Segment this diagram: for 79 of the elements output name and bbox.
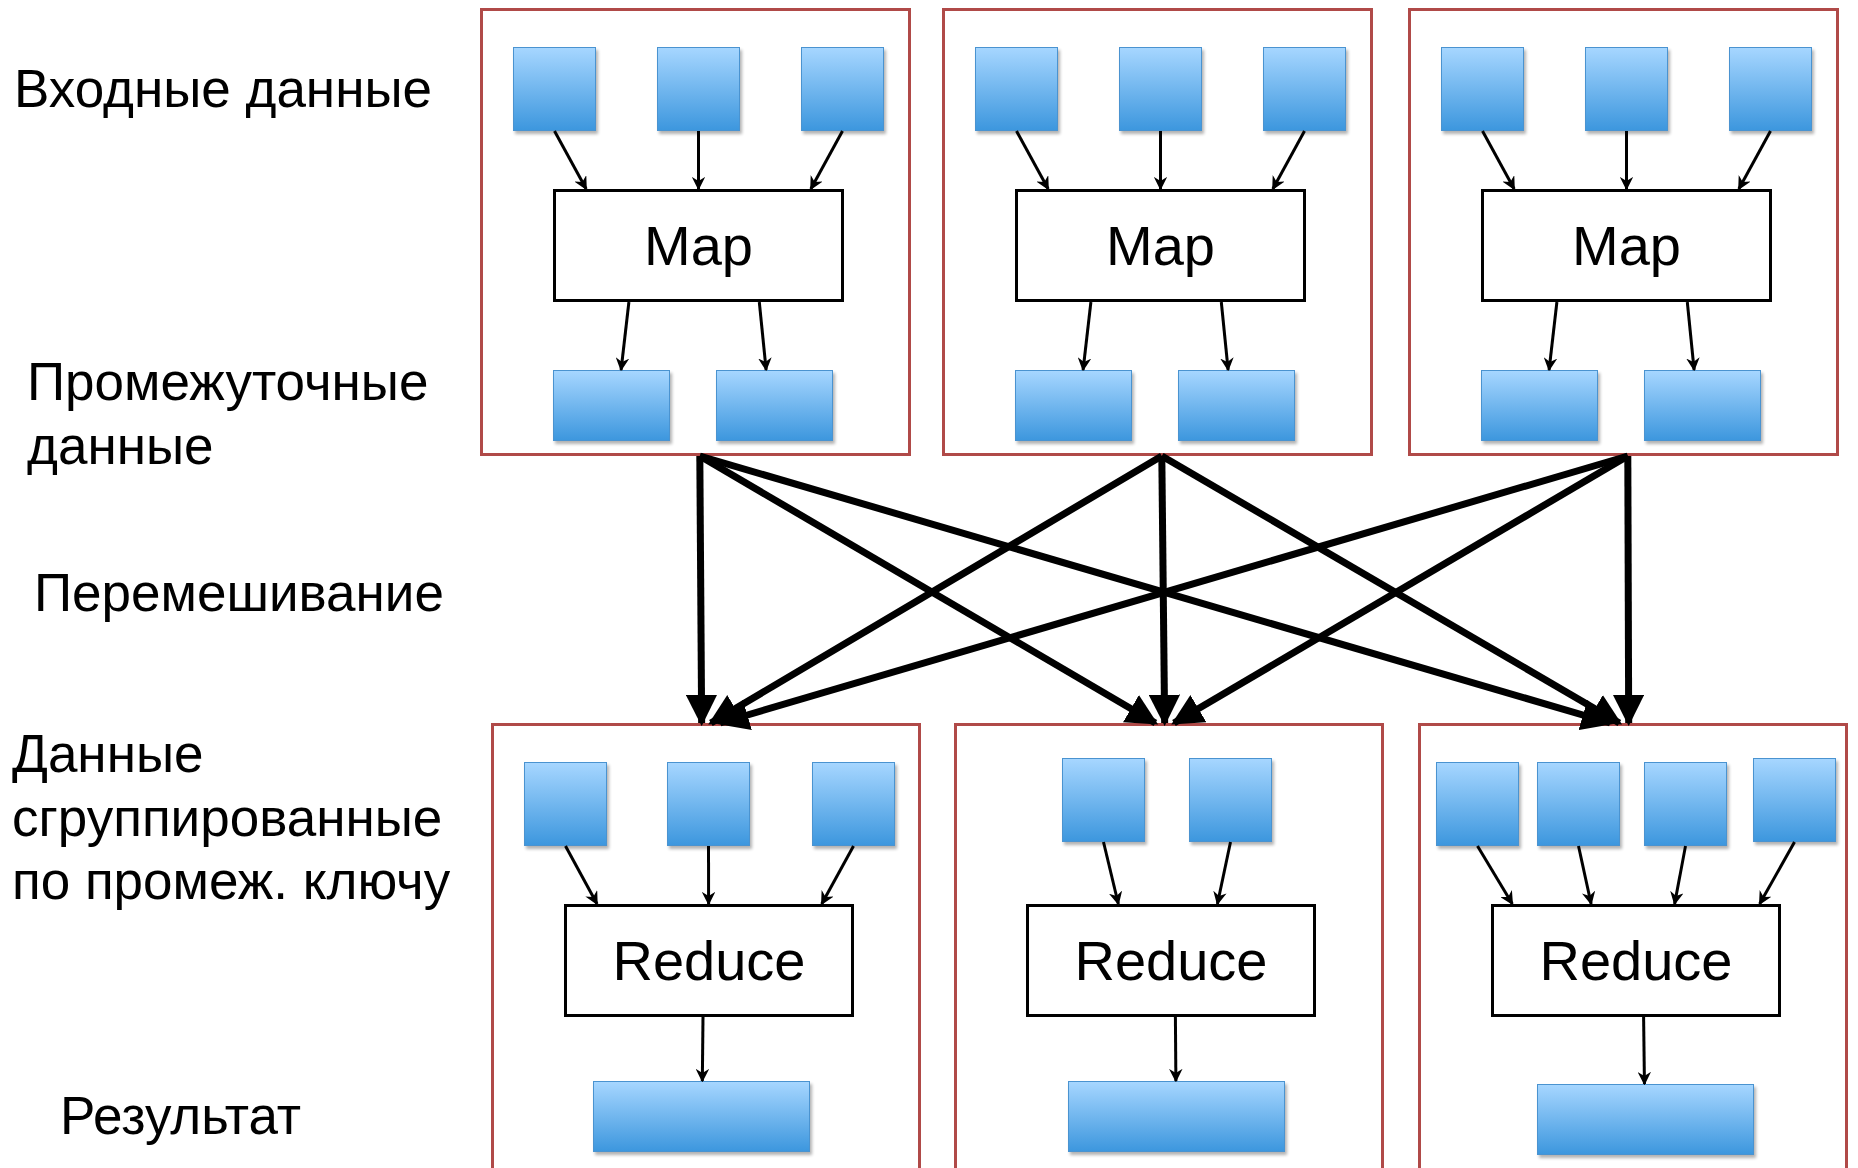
box-label: Map bbox=[1106, 213, 1215, 278]
process-box bbox=[1491, 904, 1781, 1017]
data-block bbox=[1537, 762, 1620, 846]
box-label: Reduce bbox=[1539, 928, 1733, 993]
arrow bbox=[757, 301, 772, 372]
data-block bbox=[524, 762, 607, 846]
process-box bbox=[1015, 189, 1306, 302]
data-block bbox=[1436, 762, 1519, 846]
row-label: Результат bbox=[60, 1085, 303, 1147]
worker-panel bbox=[480, 8, 911, 456]
arrow bbox=[1219, 301, 1234, 372]
data-block bbox=[1585, 47, 1668, 131]
worker-panel bbox=[1408, 8, 1839, 456]
data-block bbox=[1263, 47, 1346, 131]
data-block bbox=[716, 370, 833, 441]
data-block bbox=[1062, 758, 1145, 842]
arrow bbox=[1271, 130, 1306, 191]
data-block bbox=[1644, 370, 1761, 441]
data-block bbox=[1537, 1084, 1754, 1155]
arrow bbox=[1758, 841, 1796, 906]
row-label: Перемешивание bbox=[34, 562, 445, 624]
arrow bbox=[1543, 301, 1559, 372]
worker-panel bbox=[491, 723, 921, 1168]
data-block bbox=[812, 762, 895, 846]
arrow bbox=[1153, 131, 1168, 191]
arrow bbox=[691, 131, 706, 191]
arrow bbox=[1169, 1017, 1183, 1083]
data-block bbox=[1119, 47, 1202, 131]
data-block bbox=[1644, 762, 1727, 846]
arrow bbox=[809, 130, 844, 191]
arrow bbox=[1577, 845, 1596, 906]
arrow bbox=[1737, 130, 1772, 191]
worker-panel bbox=[954, 723, 1384, 1168]
process-box bbox=[564, 904, 854, 1017]
row-label: Входные данные bbox=[14, 58, 433, 120]
worker-panel bbox=[942, 8, 1373, 456]
process-box bbox=[1026, 904, 1316, 1017]
arrow bbox=[553, 130, 588, 191]
data-block bbox=[1015, 370, 1132, 441]
box-label: Map bbox=[644, 213, 753, 278]
data-block bbox=[1068, 1081, 1285, 1152]
row-label: Промежуточные данные bbox=[27, 351, 430, 477]
arrow bbox=[1670, 845, 1687, 906]
data-block bbox=[593, 1081, 810, 1152]
data-block bbox=[657, 47, 740, 131]
arrow bbox=[1637, 1016, 1652, 1086]
arrow bbox=[615, 301, 631, 372]
arrow bbox=[695, 1017, 710, 1083]
data-block bbox=[1178, 370, 1295, 441]
arrow bbox=[1015, 130, 1050, 191]
arrow bbox=[1619, 131, 1634, 191]
data-block bbox=[1729, 47, 1812, 131]
data-block bbox=[801, 47, 884, 131]
box-label: Reduce bbox=[1074, 928, 1268, 993]
data-block bbox=[1441, 47, 1524, 131]
box-label: Map bbox=[1572, 213, 1681, 278]
data-block bbox=[1753, 758, 1836, 842]
arrow bbox=[564, 845, 599, 906]
arrow bbox=[685, 455, 718, 727]
process-box bbox=[553, 189, 844, 302]
arrow bbox=[1685, 301, 1700, 372]
arrow bbox=[1476, 845, 1514, 906]
data-block bbox=[553, 370, 670, 441]
arrow bbox=[701, 846, 716, 906]
arrow bbox=[820, 845, 855, 906]
data-block bbox=[1189, 758, 1272, 842]
box-label: Reduce bbox=[612, 928, 806, 993]
worker-panel bbox=[1418, 723, 1848, 1168]
arrow bbox=[1213, 841, 1232, 906]
arrow bbox=[1102, 841, 1123, 906]
row-label: Данные сгруппированные по промеж. ключу bbox=[12, 723, 452, 913]
data-block bbox=[667, 762, 750, 846]
process-box bbox=[1481, 189, 1772, 302]
arrow bbox=[1077, 301, 1093, 372]
data-block bbox=[513, 47, 596, 131]
data-block bbox=[1481, 370, 1598, 441]
data-block bbox=[975, 47, 1058, 131]
arrow bbox=[1612, 456, 1645, 727]
arrow bbox=[1481, 130, 1516, 191]
